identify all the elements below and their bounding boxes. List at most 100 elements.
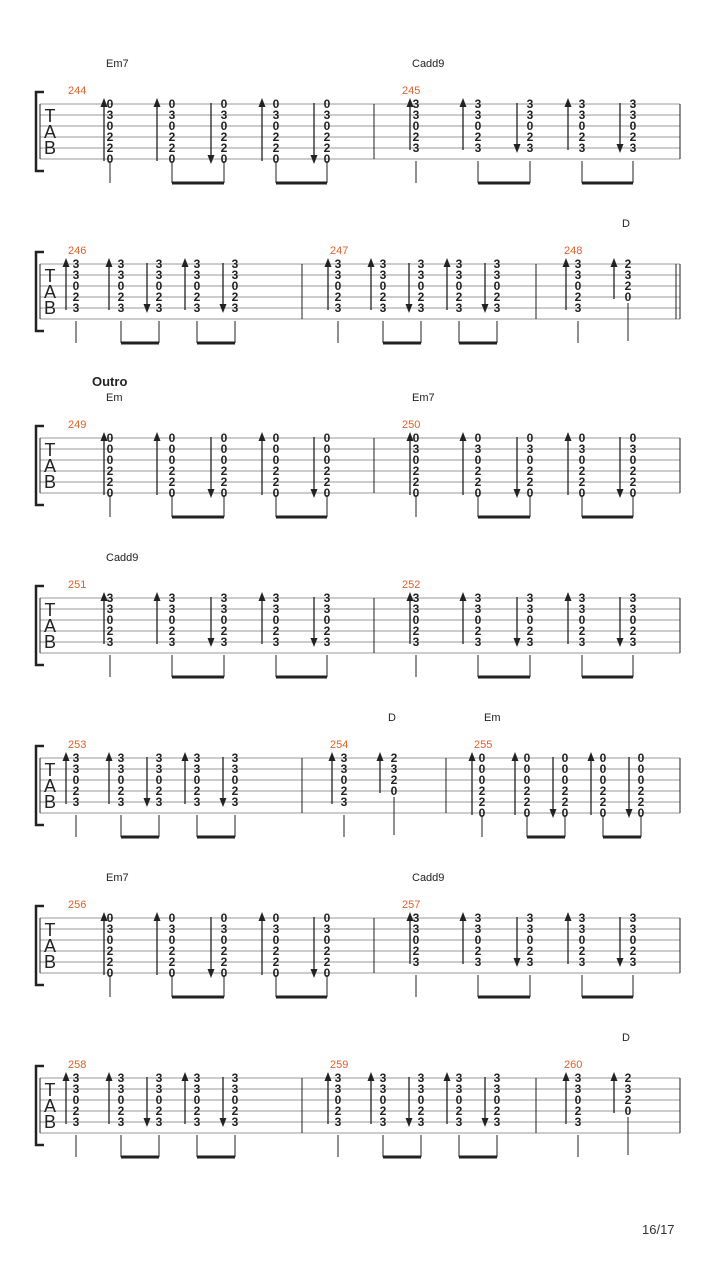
- m260-fret: 3: [575, 1082, 582, 1096]
- m249-fret: 2: [324, 475, 331, 489]
- m248-fret: 2: [575, 290, 582, 304]
- m249-fret: 0: [273, 486, 280, 500]
- m245-fret: 2: [527, 130, 534, 144]
- m250-fret: 0: [579, 453, 586, 467]
- m256-fret: 2: [107, 944, 114, 958]
- m257-fret: 3: [413, 911, 420, 925]
- m257-fret: 3: [475, 922, 482, 936]
- m245-fret: 2: [579, 130, 586, 144]
- m244-fret: 3: [324, 108, 331, 122]
- m260-fret: 2: [575, 1104, 582, 1118]
- m248-fret: 0: [575, 279, 582, 293]
- measure-number: 257: [402, 899, 420, 911]
- up-arrow-icon: [468, 752, 476, 761]
- m252-fret: 3: [413, 635, 420, 649]
- tab-clef-letter: T: [45, 440, 56, 460]
- m253-fret: 3: [118, 795, 125, 809]
- m253-fret: 3: [156, 751, 163, 765]
- measure-number: 246: [68, 245, 86, 257]
- m247-fret: 2: [456, 290, 463, 304]
- up-arrow-icon: [153, 912, 161, 921]
- up-arrow-icon: [610, 258, 618, 267]
- m245-fret: 3: [413, 97, 420, 111]
- m258-fret: 0: [194, 1093, 201, 1107]
- m250-fret: 0: [579, 486, 586, 500]
- m250-fret: 0: [475, 486, 482, 500]
- m244-fret: 0: [107, 119, 114, 133]
- m244-fret: 0: [273, 97, 280, 111]
- m253-fret: 3: [156, 795, 163, 809]
- m253-fret: 3: [194, 762, 201, 776]
- m258-fret: 3: [194, 1115, 201, 1129]
- m254-fret: 0: [341, 773, 348, 787]
- m246-fret: 2: [118, 290, 125, 304]
- m252-fret: 3: [413, 591, 420, 605]
- m246-fret: 3: [118, 268, 125, 282]
- tab-system: TAB256Em70302200302200302200302200302202…: [34, 872, 681, 999]
- m244-fret: 0: [273, 152, 280, 166]
- m258-fret: 3: [73, 1082, 80, 1096]
- m247-fret: 3: [380, 301, 387, 315]
- m244-fret: 2: [324, 141, 331, 155]
- down-arrow-icon: [481, 304, 489, 313]
- m244-fret: 0: [324, 119, 331, 133]
- m247-fret: 3: [494, 268, 501, 282]
- m246-fret: 0: [118, 279, 125, 293]
- tab-clef-letter: T: [45, 1080, 56, 1100]
- m251-fret: 3: [324, 635, 331, 649]
- m247-fret: 2: [335, 290, 342, 304]
- m259-fret: 0: [335, 1093, 342, 1107]
- m252-fret: 3: [475, 602, 482, 616]
- m248-fret: 3: [575, 268, 582, 282]
- m254-fret: 3: [341, 795, 348, 809]
- m244-fret: 0: [169, 152, 176, 166]
- m250-fret: 3: [630, 442, 637, 456]
- m259-fret: 3: [335, 1071, 342, 1085]
- m258-fret: 2: [194, 1104, 201, 1118]
- m246-fret: 0: [194, 279, 201, 293]
- m255-fret: 2: [479, 795, 486, 809]
- m257-fret: 3: [413, 922, 420, 936]
- system-bracket: [34, 250, 44, 333]
- tab-clef-letter: B: [44, 952, 56, 972]
- measure-number: 249: [68, 419, 86, 431]
- m253-fret: 0: [194, 773, 201, 787]
- m249-fret: 2: [107, 464, 114, 478]
- up-arrow-icon: [443, 1072, 451, 1081]
- down-arrow-icon: [207, 969, 215, 978]
- tab-system: TAB2583302333023330233302333023259330233…: [34, 1032, 681, 1159]
- m259-fret: 3: [456, 1082, 463, 1096]
- m251-fret: 3: [169, 602, 176, 616]
- m259-fret: 3: [418, 1071, 425, 1085]
- m250-fret: 0: [579, 431, 586, 445]
- m251-fret: 3: [169, 635, 176, 649]
- m260b-fret: 2: [625, 1071, 632, 1085]
- down-arrow-icon: [310, 155, 318, 164]
- m255-fret: 0: [638, 751, 645, 765]
- system-bracket: [34, 584, 44, 667]
- m244-fret: 0: [169, 119, 176, 133]
- measure-number: 255: [474, 739, 492, 751]
- m246-fret: 3: [156, 268, 163, 282]
- down-arrow-icon: [219, 304, 227, 313]
- m255-fret: 0: [562, 773, 569, 787]
- tab-system: TAB251Cadd933023330233302333023330232523…: [34, 552, 681, 679]
- m259-fret: 0: [380, 1093, 387, 1107]
- up-arrow-icon: [181, 752, 189, 761]
- m260-fret: 0: [575, 1093, 582, 1107]
- m250-fret: 2: [413, 464, 420, 478]
- m251-fret: 0: [273, 613, 280, 627]
- down-arrow-icon: [616, 489, 624, 498]
- m247-fret: 3: [335, 268, 342, 282]
- up-arrow-icon: [100, 98, 108, 107]
- m258-fret: 2: [118, 1104, 125, 1118]
- m246-fret: 3: [118, 257, 125, 271]
- m246-fret: 0: [156, 279, 163, 293]
- m251-fret: 0: [221, 613, 228, 627]
